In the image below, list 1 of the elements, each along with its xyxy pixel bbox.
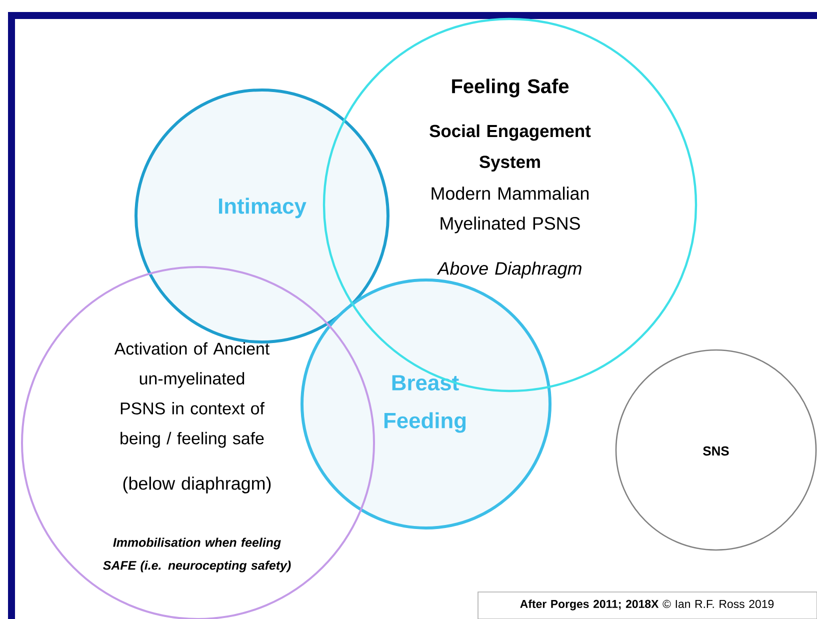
citation-box: After Porges 2011; 2018X © Ian R.F. Ross 2019 [478, 592, 817, 619]
